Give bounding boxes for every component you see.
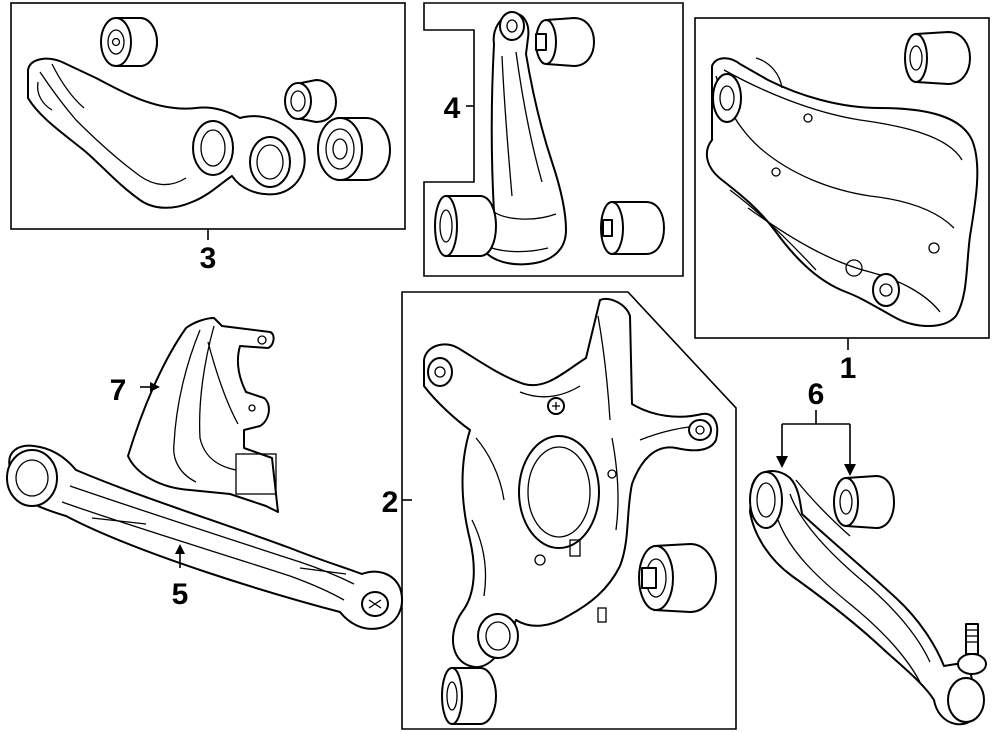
callout-3: 3 bbox=[200, 242, 217, 275]
bushing-3b[interactable] bbox=[284, 79, 337, 123]
knuckle-bearing-bore bbox=[518, 435, 600, 549]
bushing-2a[interactable] bbox=[638, 543, 717, 613]
callout-7: 7 bbox=[110, 374, 127, 407]
upper-arm-3[interactable] bbox=[27, 57, 306, 209]
arm-3-eye-outer bbox=[249, 136, 291, 188]
callout-6: 6 bbox=[808, 378, 825, 411]
part-4-group: 4 bbox=[423, 2, 684, 277]
arm-3-eye-inner bbox=[192, 120, 234, 176]
shield-7[interactable] bbox=[127, 317, 279, 513]
part-4-frame bbox=[423, 2, 684, 277]
bushing-4a[interactable] bbox=[434, 195, 497, 257]
callout-2: 2 bbox=[382, 486, 399, 519]
bushing-1[interactable] bbox=[904, 31, 971, 85]
bushing-3c[interactable] bbox=[317, 117, 391, 181]
ball-joint-stud bbox=[965, 623, 979, 655]
part-6-group: 6 bbox=[749, 378, 987, 726]
lower-arm-5-bushing-eye bbox=[6, 449, 58, 507]
bushing-2b[interactable] bbox=[441, 667, 497, 725]
part-7-group: 7 bbox=[110, 317, 279, 513]
part-5-group: 5 bbox=[6, 444, 403, 630]
part-3-group: 3 bbox=[10, 2, 406, 275]
callout-1: 1 bbox=[840, 352, 857, 385]
part-1-group: 1 bbox=[694, 17, 990, 385]
lower-control-arm-1[interactable] bbox=[705, 57, 979, 327]
trailing-arm-6-eye bbox=[749, 471, 783, 529]
lower-arm-5[interactable] bbox=[8, 444, 403, 630]
bushing-6[interactable] bbox=[833, 475, 895, 529]
bushing-4b[interactable] bbox=[535, 17, 595, 67]
bushing-3a[interactable] bbox=[100, 17, 158, 67]
part-2-group: 2 bbox=[382, 291, 737, 730]
callout-4: 4 bbox=[444, 92, 461, 125]
part-2-frame bbox=[401, 291, 737, 730]
callout-5: 5 bbox=[172, 578, 189, 611]
part-1-frame bbox=[694, 17, 990, 339]
bushing-4c[interactable] bbox=[600, 201, 665, 255]
